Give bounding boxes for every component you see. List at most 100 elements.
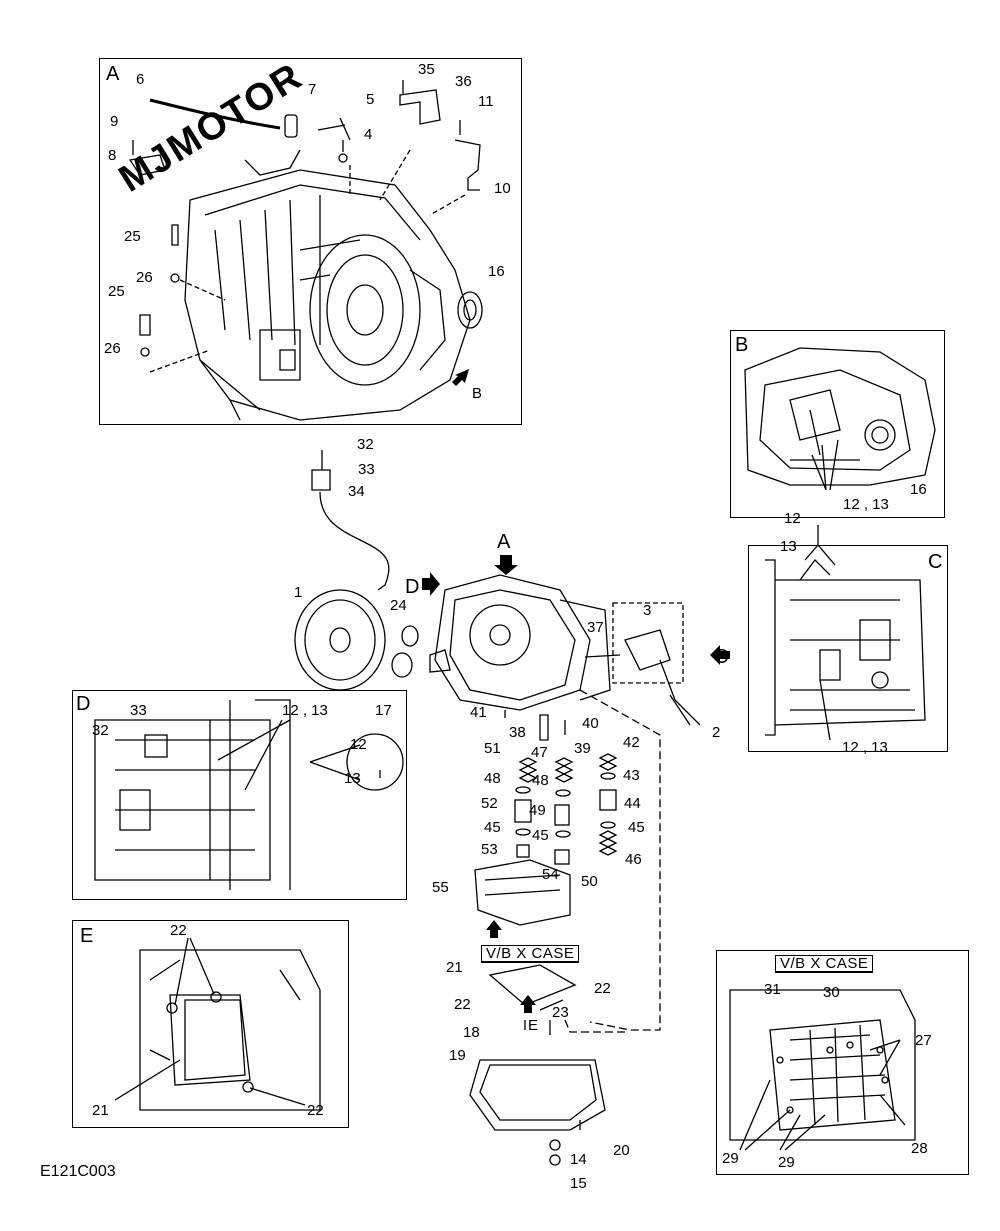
panel-letter: E	[80, 925, 94, 947]
part-label: 32	[357, 436, 374, 453]
part-label: 31	[764, 981, 781, 998]
part-label: 22	[454, 996, 471, 1013]
part-label: 38	[509, 724, 526, 741]
panel-letter: A	[106, 63, 120, 85]
arrow-label: C	[714, 646, 729, 668]
part-label: 26	[136, 269, 153, 286]
oil-pan-view-e-drawing	[139, 949, 321, 1111]
case-view-d-drawing	[94, 699, 291, 890]
part-label: 46	[625, 851, 642, 868]
panel-vb-frame	[716, 950, 969, 1175]
part-label: B	[472, 385, 483, 402]
part-label: 22	[594, 980, 611, 997]
part-label: 16	[488, 263, 505, 280]
part-label: 21	[92, 1102, 109, 1119]
part-label: 24	[390, 597, 407, 614]
part-label: 45	[484, 819, 501, 836]
part-label: 23	[552, 1004, 569, 1021]
part-label: 45	[628, 819, 645, 836]
part-label: 7	[308, 81, 317, 98]
part-label: 21	[446, 959, 463, 976]
part-label: 33	[358, 461, 375, 478]
panel-b-frame	[730, 330, 945, 518]
part-label: 14	[570, 1151, 587, 1168]
part-label: 12 , 13	[843, 496, 889, 513]
part-label: 27	[915, 1032, 932, 1049]
valve-body-view-drawing	[729, 989, 916, 1141]
part-label: 4	[364, 126, 373, 143]
part-label: 12	[350, 736, 367, 753]
part-label: 16	[910, 481, 927, 498]
part-label: 50	[581, 873, 598, 890]
part-label: 30	[823, 984, 840, 1001]
part-label: 43	[623, 767, 640, 784]
part-label: 22	[170, 922, 187, 939]
panel-letter: C	[928, 551, 943, 573]
part-label: 37	[587, 619, 604, 636]
part-label: 29	[722, 1150, 739, 1167]
part-label: 20	[613, 1142, 630, 1159]
arrow-label: E	[528, 1017, 539, 1034]
part-label: 25	[108, 283, 125, 300]
arrow-c-icon	[710, 645, 730, 665]
part-label: 45	[532, 827, 549, 844]
arrow-label: D	[405, 576, 420, 598]
part-label: 40	[582, 715, 599, 732]
case-view-b-drawing	[744, 347, 936, 486]
part-label: 48	[532, 772, 549, 789]
part-label: 15	[570, 1175, 587, 1192]
part-label: 3	[643, 602, 652, 619]
arrow-a-icon	[494, 555, 518, 575]
part-label: 48	[484, 770, 501, 787]
arrow-up-icon	[486, 920, 502, 938]
part-label: 10	[494, 180, 511, 197]
part-label: 17	[375, 702, 392, 719]
part-label: 25	[124, 228, 141, 245]
part-label: 2	[712, 724, 721, 741]
arrow-label: A	[497, 531, 511, 553]
part-label: 29	[778, 1154, 795, 1171]
part-label: 11	[478, 93, 494, 110]
part-label: 36	[455, 73, 472, 90]
part-label: 6	[136, 71, 145, 88]
part-label: 22	[307, 1102, 324, 1119]
arrow-b-icon	[452, 369, 469, 386]
part-label: 8	[108, 147, 117, 164]
part-label: 12 , 13	[282, 702, 328, 719]
panel-a-frame	[99, 58, 522, 425]
part-label: 52	[481, 795, 498, 812]
part-label: 34	[348, 483, 365, 500]
part-label: 54	[542, 866, 559, 883]
part-label: 47	[531, 744, 548, 761]
part-label: 51	[484, 740, 501, 757]
part-label: 49	[529, 802, 546, 819]
part-label: 33	[130, 702, 147, 719]
part-label: 28	[911, 1140, 928, 1157]
arrow-e-icon	[520, 995, 536, 1013]
part-label: 5	[366, 91, 375, 108]
panel-letter: B	[735, 334, 749, 356]
diagram-code: E121C003	[40, 1163, 116, 1180]
panel-c-frame	[748, 545, 948, 752]
part-label: 18	[463, 1024, 480, 1041]
panel-e-frame	[72, 920, 349, 1128]
arrow-d-icon	[422, 572, 440, 596]
case-view-c-drawing	[765, 559, 926, 736]
part-label: 39	[574, 740, 591, 757]
part-label: 44	[624, 795, 641, 812]
part-label: 13	[780, 538, 797, 555]
part-label: 19	[449, 1047, 466, 1064]
part-label: 32	[92, 722, 109, 739]
part-label: 12	[784, 510, 801, 527]
part-label: 26	[104, 340, 121, 357]
part-label: 42	[623, 734, 640, 751]
part-label: 41	[470, 704, 487, 721]
transaxle-case-drawing	[184, 149, 471, 421]
part-label: 53	[481, 841, 498, 858]
panel-letter: D	[76, 693, 91, 715]
vb-case-tag: V/B X CASE	[775, 955, 874, 973]
part-label: 12 , 13	[842, 739, 888, 756]
panel-d-frame	[72, 690, 407, 900]
